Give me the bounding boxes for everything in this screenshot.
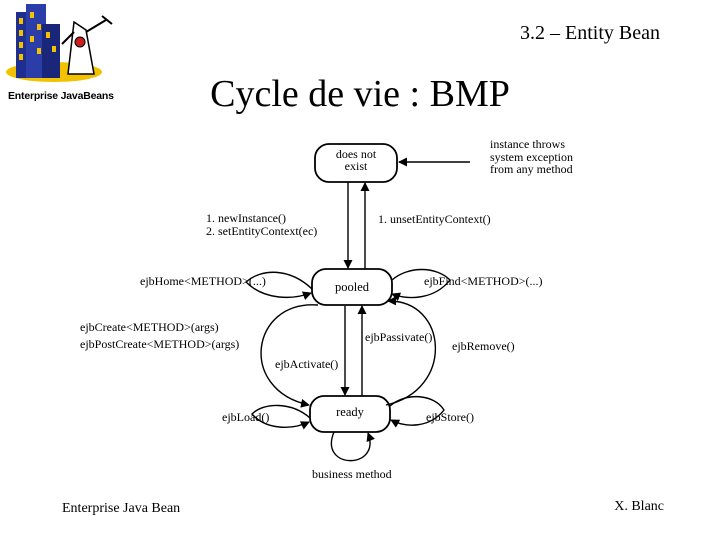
label-ejb-create-line1: ejbCreate<METHOD>(args) — [80, 320, 219, 334]
label-ejb-passivate: ejbPassivate() — [365, 330, 432, 344]
state-label: pooled — [335, 280, 370, 294]
state-label-line2: exist — [345, 159, 368, 173]
arrow-business-method — [330, 431, 376, 462]
label-business-method: business method — [312, 467, 392, 481]
section-heading: 3.2 – Entity Bean — [520, 22, 660, 44]
label-exception-line1: instance throws — [490, 137, 565, 151]
label-exception-line2: system exception — [490, 150, 573, 164]
arrow-ejb-home — [244, 271, 313, 300]
state-label-line1: does not — [336, 147, 377, 161]
footer-course-name: Enterprise Java Bean — [62, 501, 181, 516]
label-unset-context: 1. unsetEntityContext() — [378, 212, 491, 226]
page-title: Cycle de vie : BMP — [210, 73, 510, 115]
arrow-ejb-remove — [385, 296, 436, 406]
logo-text: Enterprise JavaBeans — [8, 90, 114, 102]
label-ejb-activate: ejbActivate() — [275, 357, 338, 371]
label-new-instance-line2: 2. setEntityContext(ec) — [206, 224, 317, 238]
arrow-ejb-create — [260, 304, 319, 408]
footer-author: X. Blanc — [614, 499, 664, 514]
label-ejb-load: ejbLoad() — [222, 410, 269, 424]
label-ejb-store: ejbStore() — [426, 410, 474, 424]
arrow-ejb-load — [251, 404, 311, 430]
state-label: ready — [336, 405, 365, 419]
label-ejb-find: ejbFind<METHOD>(...) — [424, 274, 543, 288]
arrow-ejb-store — [389, 395, 445, 428]
label-new-instance-line1: 1. newInstance() — [206, 211, 286, 225]
state-pooled: pooled — [311, 268, 393, 306]
label-ejb-home: ejbHome<METHOD>(...) — [140, 274, 266, 288]
state-does-not-exist: does not exist — [314, 143, 398, 183]
arrow-ejb-find — [391, 268, 451, 302]
logo-graphic — [6, 4, 113, 82]
label-ejb-remove: ejbRemove() — [452, 339, 515, 353]
label-ejb-create-line2: ejbPostCreate<METHOD>(args) — [80, 337, 239, 351]
state-ready: ready — [309, 395, 391, 433]
label-exception-line3: from any method — [490, 162, 573, 176]
enterprise-javabeans-logo: Enterprise JavaBeans — [2, 2, 120, 110]
